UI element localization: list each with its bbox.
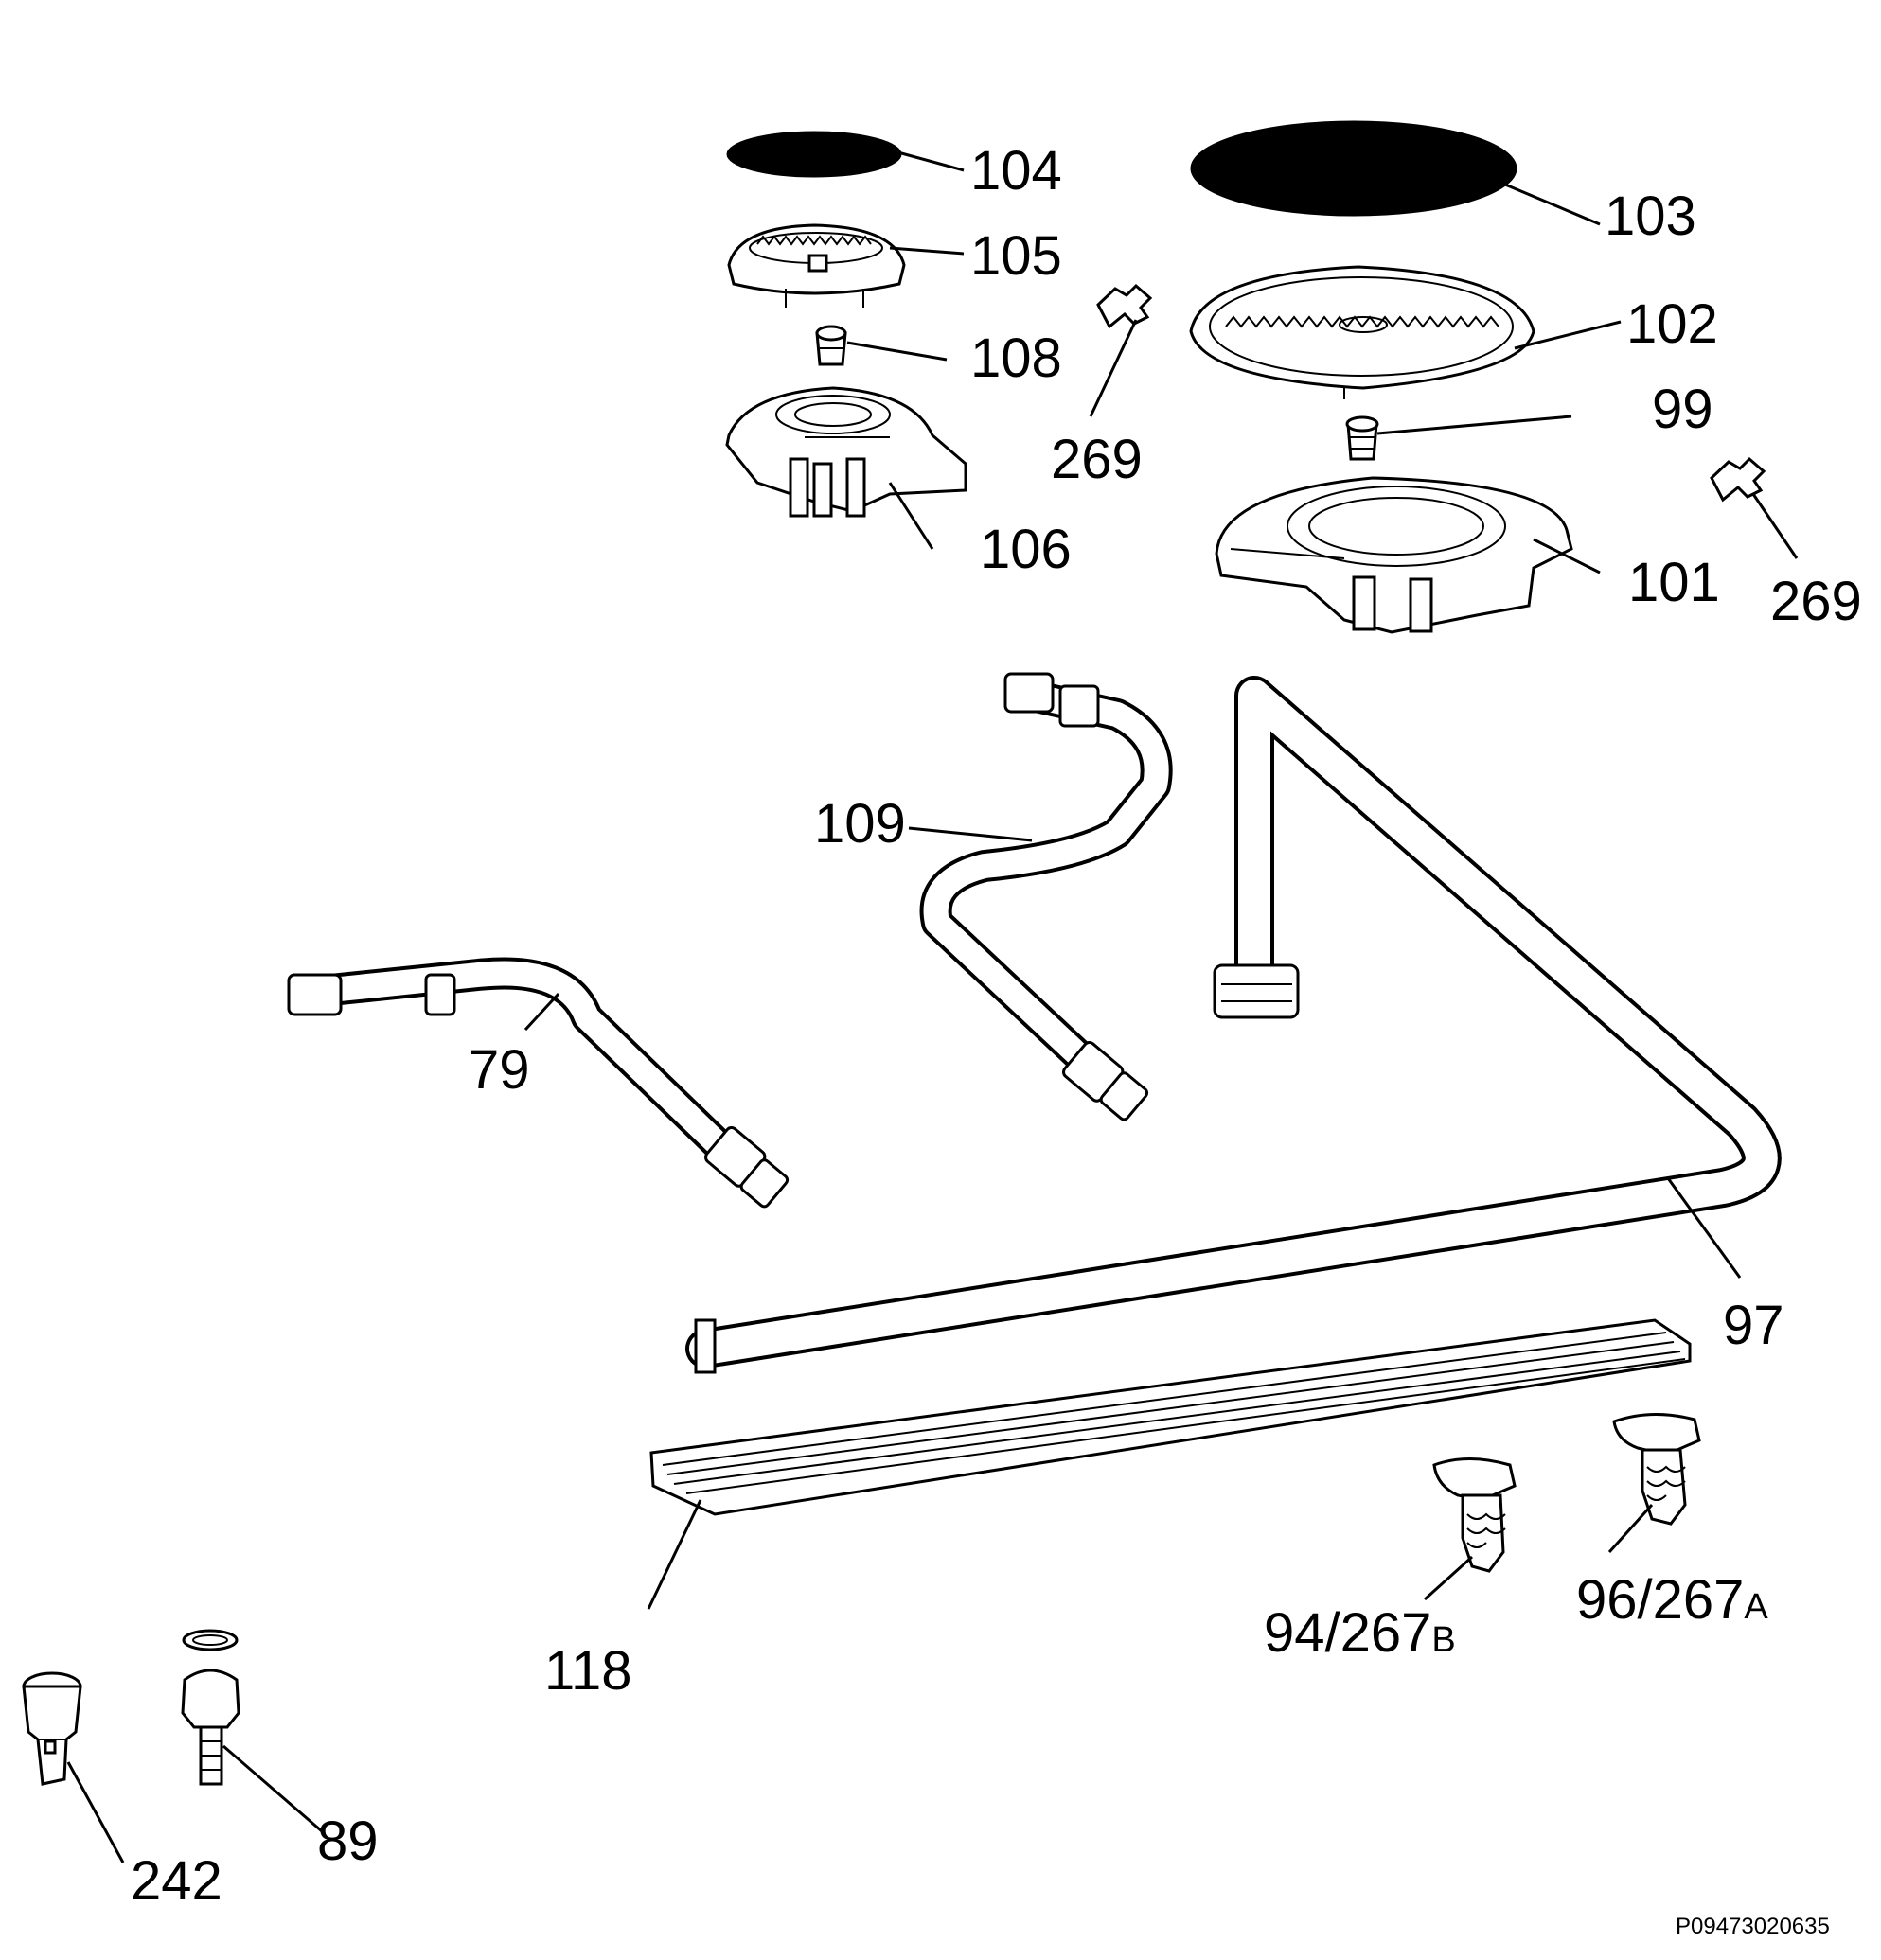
label-118: 118	[544, 1640, 631, 1702]
label-108: 108	[970, 327, 1062, 389]
leader-269-right	[1751, 493, 1799, 559]
part-108-injector-small	[815, 325, 847, 366]
label-101: 101	[1628, 552, 1720, 613]
part-104-burner-cap-small	[726, 131, 902, 178]
leader-106	[888, 482, 934, 550]
part-102-flame-spreader-large	[1189, 265, 1535, 399]
part-118-control-rail	[649, 1318, 1692, 1516]
part-89-gas-connector	[181, 1629, 240, 1786]
leader-96-267a	[1607, 1503, 1654, 1554]
reference-code: P09473020635	[1676, 1914, 1830, 1939]
part-97-gas-manifold	[685, 676, 1782, 1374]
leader-99	[1376, 415, 1572, 435]
leader-109	[908, 826, 1033, 842]
part-103-burner-cap-large	[1190, 120, 1517, 217]
leader-102	[1514, 320, 1622, 350]
part-94-267b-valve	[1432, 1457, 1517, 1573]
label-269-right: 269	[1770, 571, 1862, 632]
leader-94-267b	[1423, 1555, 1474, 1601]
part-79-gas-pipe	[287, 957, 790, 1209]
label-106: 106	[980, 519, 1072, 580]
part-99-injector-large	[1345, 415, 1379, 461]
label-94-267b: 94/267B	[1264, 1602, 1456, 1664]
label-102: 102	[1626, 293, 1718, 355]
part-109-gas-pipe	[919, 672, 1173, 1121]
leader-103	[1504, 183, 1601, 226]
label-109: 109	[814, 793, 906, 855]
label-103: 103	[1605, 185, 1696, 247]
leader-108	[846, 341, 948, 362]
leader-79	[523, 992, 560, 1032]
label-242: 242	[131, 1850, 222, 1912]
label-269-left: 269	[1051, 429, 1143, 490]
part-106-burner-base-small	[725, 386, 967, 518]
part-101-burner-base-large	[1215, 476, 1573, 634]
label-104: 104	[970, 140, 1062, 202]
label-96-267a: 96/267A	[1576, 1569, 1768, 1631]
leader-104	[894, 150, 965, 172]
leader-242	[66, 1761, 125, 1863]
label-105: 105	[970, 225, 1062, 287]
part-96-267a-valve	[1612, 1413, 1701, 1526]
label-79: 79	[469, 1039, 530, 1101]
label-99: 99	[1652, 379, 1713, 440]
leader-101	[1533, 538, 1601, 574]
leader-89	[222, 1744, 323, 1833]
leader-118	[647, 1499, 702, 1610]
part-269-clip-right	[1710, 456, 1766, 503]
leader-97	[1666, 1177, 1742, 1279]
label-89: 89	[317, 1810, 379, 1872]
leader-105	[889, 246, 965, 256]
leader-269-left	[1089, 319, 1138, 417]
part-105-flame-spreader-small	[727, 223, 906, 308]
part-269-clip-left	[1096, 283, 1153, 329]
label-97: 97	[1723, 1295, 1784, 1356]
part-242-plug	[22, 1671, 82, 1786]
